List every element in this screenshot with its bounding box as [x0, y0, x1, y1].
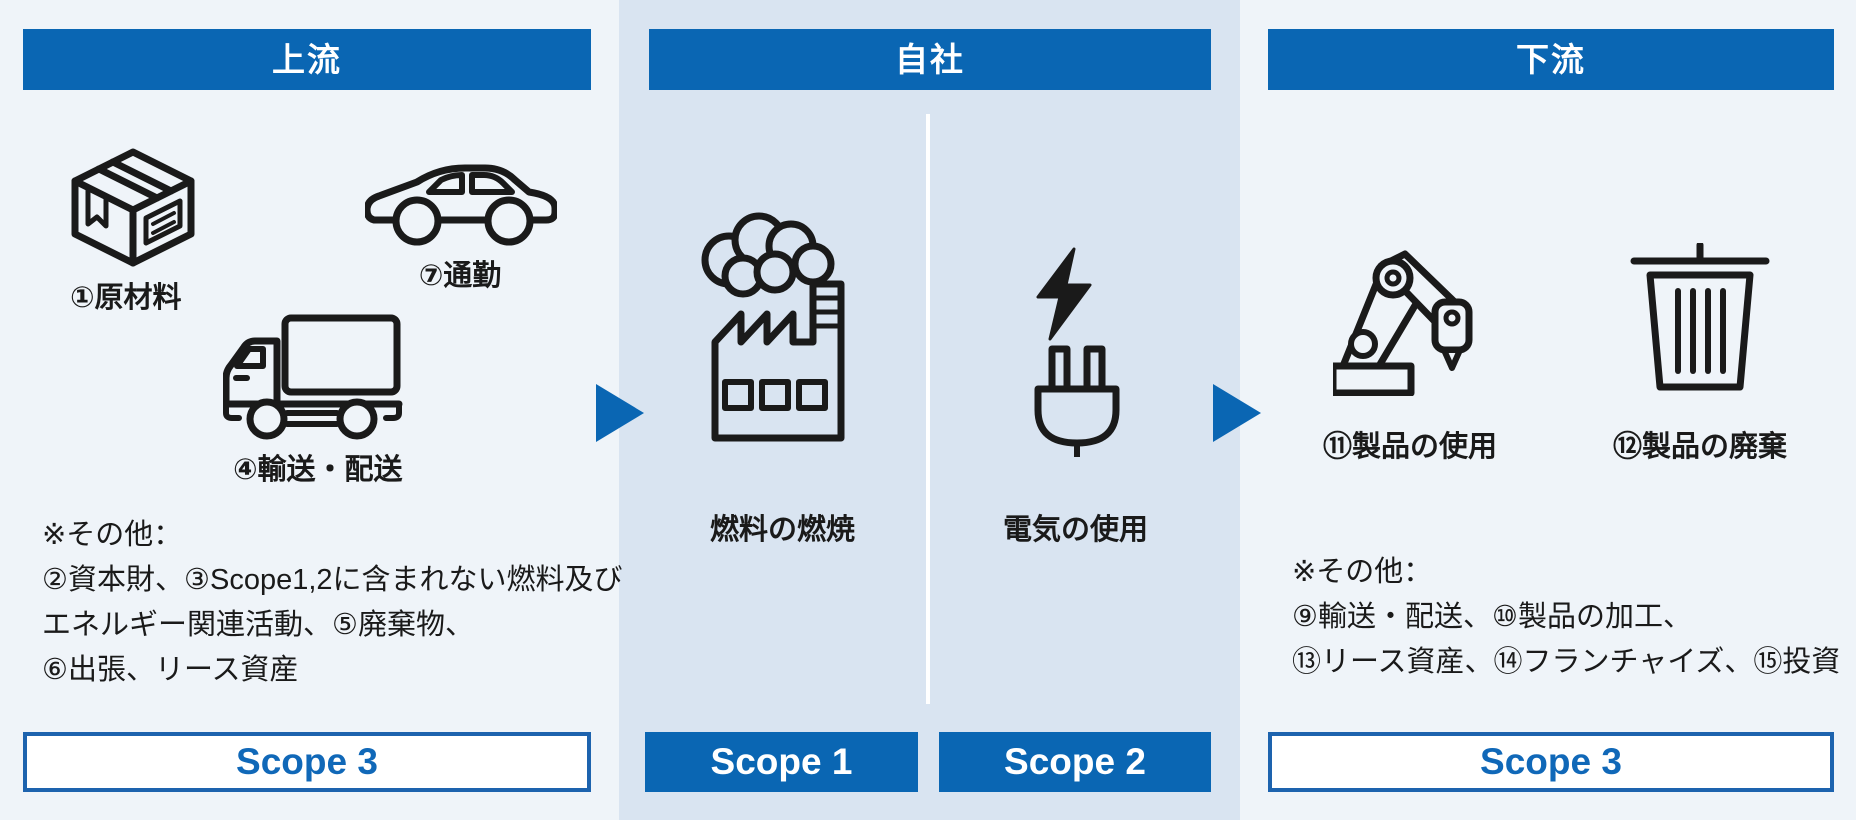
upstream-note: ※その他： ②資本財、③Scope1,2に含まれない燃料及び エネルギー関連活動… — [42, 513, 623, 693]
upstream-header: 上流 — [23, 29, 591, 90]
downstream-panel — [1240, 0, 1856, 820]
box-icon — [68, 146, 198, 268]
arrow-upstream-to-company-icon — [596, 384, 644, 447]
downstream-note-title: ※その他： — [1292, 556, 1433, 588]
scope2-label: 電気の使用 — [1002, 514, 1148, 546]
scope1-badge: Scope 1 — [645, 732, 918, 792]
factory-icon — [695, 210, 855, 442]
upstream-note-line: ⑥出張、リース資産 — [42, 654, 299, 686]
downstream-header: 下流 — [1268, 29, 1834, 90]
upstream-scope3-badge: Scope 3 — [23, 732, 591, 792]
company-header: 自社 — [649, 29, 1211, 90]
scope1-label: 燃料の燃焼 — [709, 514, 855, 546]
downstream-item-label: ⑫製品の廃棄 — [1612, 431, 1787, 463]
downstream-note: ※その他： ⑨輸送・配送、⑩製品の加工、 ⑬リース資産、⑭フランチャイズ、⑮投資 — [1292, 550, 1840, 685]
downstream-item-label: ⑪製品の使用 — [1322, 431, 1497, 463]
upstream-note-line: エネルギー関連活動、⑤廃棄物、 — [42, 609, 474, 641]
car-icon — [365, 158, 557, 246]
truck-icon — [223, 314, 403, 440]
trash-icon — [1630, 243, 1770, 391]
upstream-note-line: ②資本財、③Scope1,2に含まれない燃料及び — [42, 564, 623, 596]
upstream-item-label: ④輸送・配送 — [233, 454, 403, 486]
arrow-company-to-downstream-icon — [1213, 384, 1261, 447]
downstream-note-line: ⑬リース資産、⑭フランチャイズ、⑮投資 — [1292, 646, 1841, 678]
upstream-item-label: ⑦通勤 — [418, 260, 502, 292]
plug-icon — [1022, 247, 1132, 457]
downstream-note-line: ⑨輸送・配送、⑩製品の加工、 — [1292, 601, 1692, 633]
scope1-scope2-divider — [926, 114, 930, 704]
downstream-scope3-badge: Scope 3 — [1268, 732, 1834, 792]
upstream-note-title: ※その他： — [42, 519, 183, 551]
upstream-item-label: ①原材料 — [70, 282, 182, 314]
scope2-badge: Scope 2 — [939, 732, 1211, 792]
robot-arm-icon — [1333, 246, 1483, 396]
